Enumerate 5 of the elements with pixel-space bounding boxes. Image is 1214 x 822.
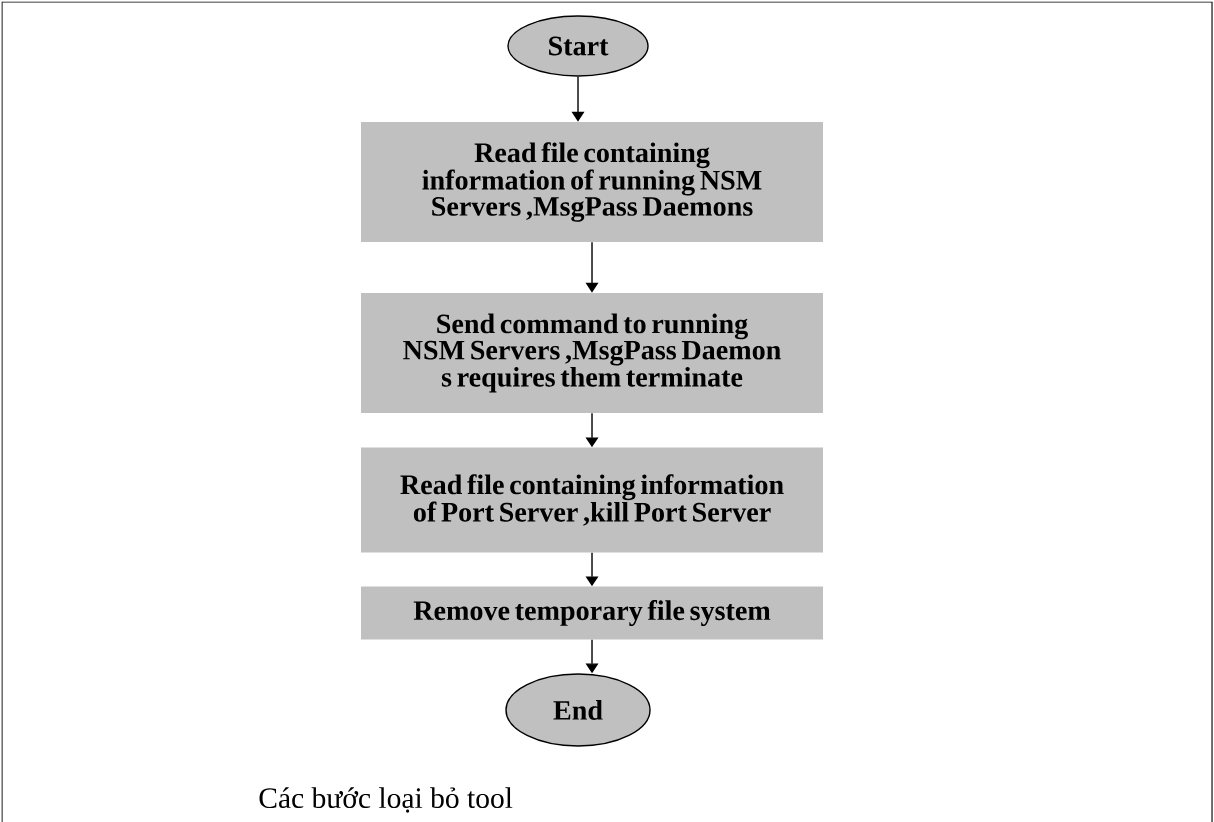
caption: Các bước loại bỏ tool bbox=[259, 787, 513, 813]
process-box: Send command to running NSM Servers ,MsgPass Daemon s requires them terminate bbox=[361, 293, 823, 413]
process-box: Read file containing information of running NSM Servers ,MsgPass Daemons bbox=[361, 122, 823, 242]
process-box: Read file containing information of Port Server ,kill Port Server bbox=[361, 447, 823, 553]
process-box: Remove temporary file system bbox=[361, 586, 823, 640]
